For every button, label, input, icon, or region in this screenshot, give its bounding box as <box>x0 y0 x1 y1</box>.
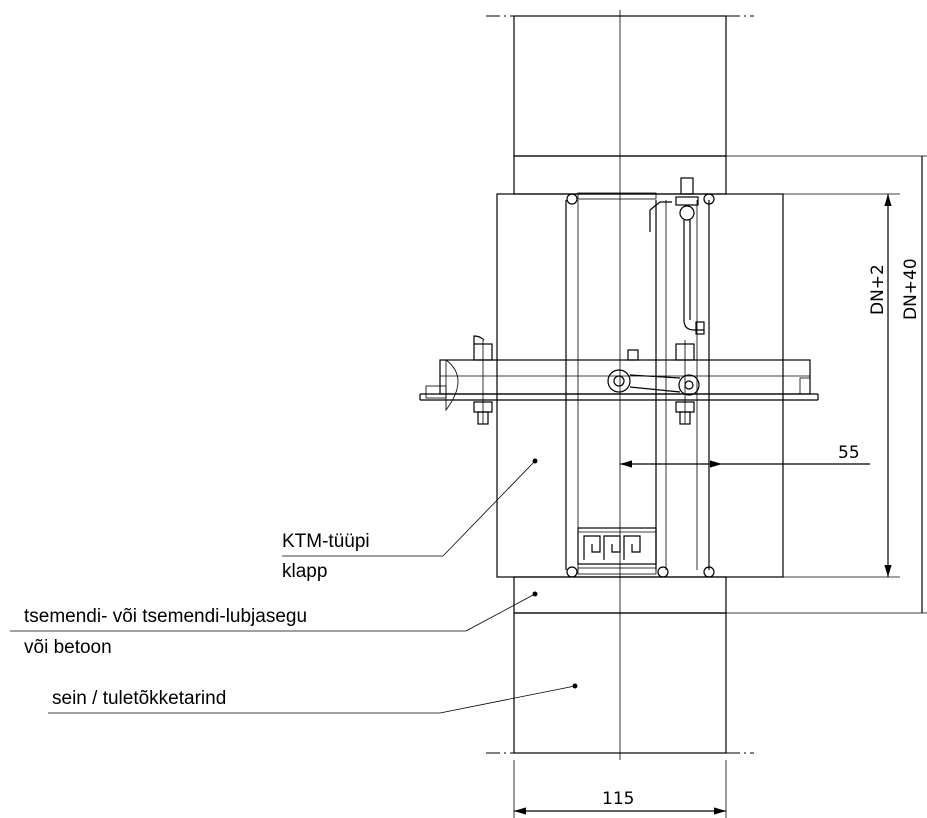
dimension-dn40: DN+40 <box>726 155 927 614</box>
dim-115-text: 115 <box>602 789 634 809</box>
dimension-115: 115 <box>513 760 727 818</box>
label-damper-line2: klapp <box>282 561 327 582</box>
dim-dn2-text: DN+2 <box>868 264 888 315</box>
spring-mechanism <box>649 177 705 335</box>
mounting-flange <box>419 335 819 425</box>
label-wall: sein / tuletõkketarind <box>52 688 226 709</box>
dim-dn40-text: DN+40 <box>901 258 921 320</box>
damper-body <box>496 192 784 578</box>
leader-damper: KTM-tüüpi klapp <box>282 458 538 582</box>
label-mortar-line1: tsemendi- või tsemendi-lubjasegu <box>24 606 307 627</box>
label-damper-line1: KTM-tüüpi <box>282 531 370 552</box>
label-mortar-line2: või betoon <box>24 637 112 658</box>
dim-55-text: 55 <box>838 443 860 463</box>
dimension-55: 55 <box>620 443 870 468</box>
intumescent-seal-pattern <box>577 527 657 565</box>
leader-mortar: tsemendi- või tsemendi-lubjasegu või bet… <box>10 591 538 658</box>
leader-wall: sein / tuletõkketarind <box>48 683 578 714</box>
dimension-dn2: DN+2 <box>783 193 900 578</box>
